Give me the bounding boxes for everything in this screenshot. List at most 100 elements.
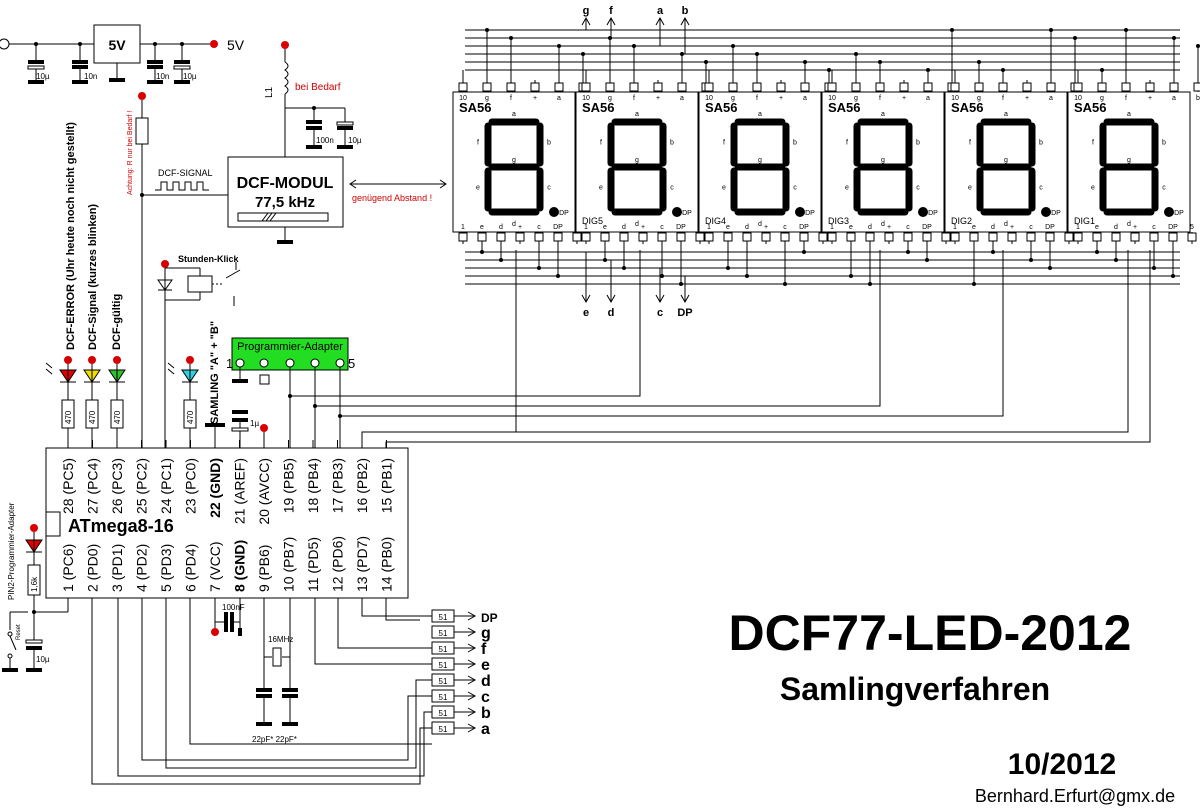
top-pins: 28 (PC5)27 (PC4)26 (PC3)25 (PC2)24 (PC1)… bbox=[60, 440, 395, 525]
display-bottom-pin-label: + bbox=[887, 224, 891, 231]
svg-text:470: 470 bbox=[88, 410, 97, 424]
segment-output-label: a bbox=[481, 721, 490, 738]
sampling-label: SAMLING "A" + "B" bbox=[209, 321, 221, 424]
segment-letter: d bbox=[635, 221, 639, 228]
segment-dp bbox=[795, 207, 805, 217]
segment-letter: DP bbox=[1051, 210, 1061, 217]
segment-letter: f bbox=[1092, 140, 1094, 147]
digit-label: DIG5 bbox=[582, 216, 603, 226]
segment-letter: c bbox=[793, 185, 797, 192]
pin2-label: PIN2-Programmier-Adapter bbox=[7, 502, 16, 600]
segment-letter: g bbox=[881, 157, 885, 164]
mcu-pin-19: 19 (PB5) bbox=[281, 458, 297, 513]
display-bottom-pin-label: e bbox=[1095, 224, 1099, 231]
display-part: SA56 bbox=[459, 100, 492, 115]
display-top-pin-label: 10 bbox=[1074, 95, 1082, 102]
mcu-pin-6: 6 (PD4) bbox=[183, 544, 199, 592]
led-label-signal: DCF-Signal (kurzes blinken) bbox=[87, 204, 99, 350]
display-bottom-pin-label: 5 bbox=[1190, 224, 1194, 231]
display-bottom-pin-label: 1 bbox=[584, 224, 588, 231]
display-top-pin-label: + bbox=[1148, 95, 1152, 102]
relay-contact bbox=[225, 269, 241, 279]
segment-resistor-label: 51 bbox=[439, 629, 448, 638]
segment-dp bbox=[672, 207, 682, 217]
dcf-cap-1: 100n bbox=[316, 136, 334, 145]
segment-letter: a bbox=[512, 111, 516, 118]
display-top-pin-label: a bbox=[926, 95, 930, 102]
mcu-pin-9: 9 (PB6) bbox=[256, 545, 272, 592]
led-displays: SA5610gf+ab1ed+cDP5abcdefgDPSA5610gf+ab1… bbox=[452, 80, 1200, 244]
display-top-pin-label: 10 bbox=[951, 95, 959, 102]
display-top-pin-label: 10 bbox=[828, 95, 836, 102]
dcf-module-section: L1 bei Bedarf 100n 10µ DCF-MODUL 77,5 kH… bbox=[127, 41, 447, 448]
display-top-pin-label: a bbox=[557, 95, 561, 102]
mcu-pin-4: 4 (PD2) bbox=[134, 544, 150, 592]
display-bottom-pin-label: + bbox=[1133, 224, 1137, 231]
display-top-pin-label: a bbox=[803, 95, 807, 102]
input-terminal bbox=[0, 38, 10, 50]
display-bottom-pin-label: d bbox=[622, 224, 626, 231]
display-bottom-pin-label: DP bbox=[1168, 224, 1178, 231]
mcu-pin-8: 8 (GND) bbox=[232, 540, 248, 592]
segment-letter: c bbox=[916, 185, 920, 192]
crystal-and-decoupling: 100nF 16MHz 22pF* 22pF* bbox=[211, 598, 298, 744]
display-bottom-pin-label: 1 bbox=[707, 224, 711, 231]
mcu-pin-24: 24 (PC1) bbox=[158, 458, 174, 514]
segment-output-label: DP bbox=[481, 611, 498, 625]
top-bus-label-f: f bbox=[609, 5, 613, 17]
segment-letter: c bbox=[670, 185, 674, 192]
mcu-pin-22: 22 (GND) bbox=[207, 458, 223, 518]
display-bottom-pin-label: d bbox=[991, 224, 995, 231]
display-bottom-pin-label: e bbox=[480, 224, 484, 231]
display-part: SA56 bbox=[828, 100, 861, 115]
svg-text:470: 470 bbox=[64, 410, 73, 424]
display-bottom-pin-label: 1 bbox=[830, 224, 834, 231]
display-top-pin-label: g bbox=[731, 95, 735, 102]
bottom-pins: 1 (PC6)2 (PD0)3 (PD1)4 (PD2)5 (PD3)6 (PD… bbox=[60, 536, 395, 592]
mcu-display-wiring bbox=[290, 250, 1151, 448]
dcf-module-frequency: 77,5 kHz bbox=[255, 194, 315, 211]
svg-text:5: 5 bbox=[348, 356, 355, 371]
segment-output-label: d bbox=[481, 673, 491, 690]
mcu-pin-11: 11 (PD5) bbox=[305, 537, 321, 592]
segment-letter: a bbox=[1004, 111, 1008, 118]
mcu-pin-3: 3 (PD1) bbox=[109, 544, 125, 592]
mcu-pin-27: 27 (PC4) bbox=[85, 458, 101, 514]
diagram-subtitle: Samlingverfahren bbox=[780, 671, 1050, 707]
mcu-pin-16: 16 (PB2) bbox=[354, 458, 370, 513]
display-bottom-pin-label: e bbox=[972, 224, 976, 231]
display-bottom-pin-label: c bbox=[1152, 224, 1156, 231]
mcu-pin-17: 17 (PB3) bbox=[330, 458, 346, 513]
display-top-pin-label: f bbox=[510, 95, 512, 102]
bottom-bus-label-dp: DP bbox=[677, 307, 692, 319]
segment-letter: e bbox=[476, 185, 480, 192]
dcf-signal-label: DCF-SIGNAL bbox=[158, 168, 213, 178]
segment-letter: f bbox=[477, 140, 479, 147]
segment-letter: c bbox=[1039, 185, 1043, 192]
segment-output-label: g bbox=[481, 625, 491, 642]
display-bottom-pin-label: + bbox=[764, 224, 768, 231]
display-bottom-pin-label: d bbox=[868, 224, 872, 231]
diagram-date: 10/2012 bbox=[1008, 748, 1116, 781]
display-top-pin-label: f bbox=[879, 95, 881, 102]
inductor-l1 bbox=[284, 61, 289, 95]
display-top-pin-label: a bbox=[1172, 95, 1176, 102]
display-bottom-pin-label: c bbox=[906, 224, 910, 231]
display-top-pin-label: 10 bbox=[582, 95, 590, 102]
segment-letter: d bbox=[758, 221, 762, 228]
segment-letter: DP bbox=[928, 210, 938, 217]
distance-note: genügend Abstand ! bbox=[352, 193, 432, 203]
led-label-valid: DCF-gültig bbox=[111, 294, 123, 350]
relay-section: Stunden-Klick bbox=[157, 254, 241, 448]
mcu-pin-28: 28 (PC5) bbox=[60, 458, 76, 514]
